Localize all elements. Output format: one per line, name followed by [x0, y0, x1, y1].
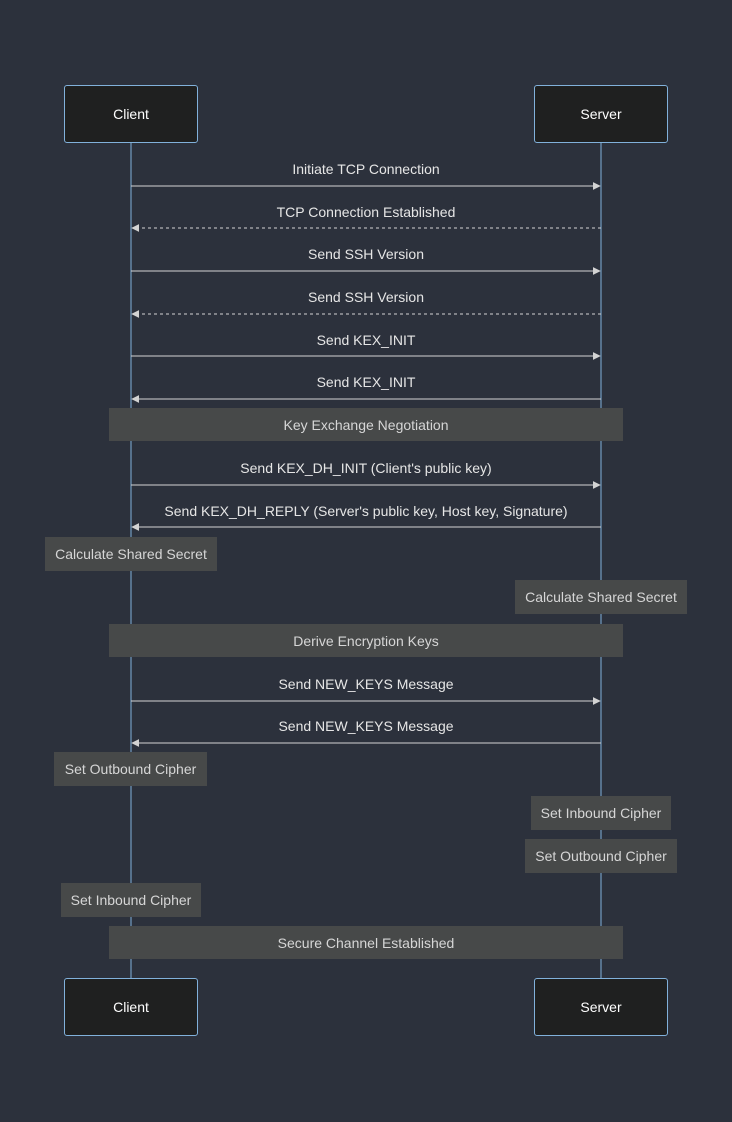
note-client-shared-secret: Calculate Shared Secret	[45, 537, 217, 571]
note-server-shared-secret: Calculate Shared Secret	[515, 580, 687, 614]
message-label: Send SSH Version	[308, 246, 424, 262]
message-label: Send SSH Version	[308, 289, 424, 305]
message-label: Send KEX_INIT	[316, 374, 416, 390]
client-actor-top: Client	[64, 85, 198, 143]
message-label: Send KEX_DH_INIT (Client's public key)	[240, 460, 492, 476]
note-server-inbound: Set Inbound Cipher	[531, 796, 671, 830]
note-client-inbound: Set Inbound Cipher	[61, 883, 201, 917]
note-key-exchange: Key Exchange Negotiation	[109, 408, 623, 441]
message-label: Send KEX_DH_REPLY (Server's public key, …	[164, 503, 568, 519]
message-label: Send NEW_KEYS Message	[278, 676, 454, 692]
note-server-outbound: Set Outbound Cipher	[525, 839, 677, 873]
message-label: TCP Connection Established	[276, 204, 456, 220]
server-actor-top: Server	[534, 85, 668, 143]
message-label: Send NEW_KEYS Message	[278, 718, 454, 734]
message-arrows	[131, 182, 601, 747]
note-secure-channel: Secure Channel Established	[109, 926, 623, 959]
server-actor-bottom: Server	[534, 978, 668, 1036]
client-actor-bottom: Client	[64, 978, 198, 1036]
note-client-outbound: Set Outbound Cipher	[54, 752, 207, 786]
note-derive-keys: Derive Encryption Keys	[109, 624, 623, 657]
message-label: Initiate TCP Connection	[292, 161, 440, 177]
message-label: Send KEX_INIT	[316, 332, 416, 348]
